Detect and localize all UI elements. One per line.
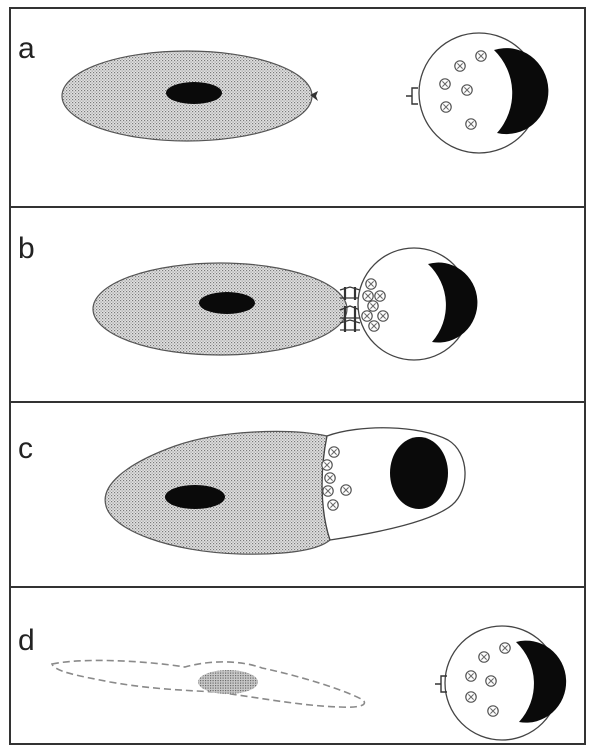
panel-label-a: a: [18, 32, 35, 65]
synapse-receptors: [340, 287, 360, 332]
target-cell-nucleus: [166, 82, 222, 104]
panel-label-b: b: [18, 232, 35, 265]
target-cell-nucleus: [199, 292, 255, 314]
panel-label-d: d: [18, 624, 35, 657]
effector-cell: [435, 626, 566, 740]
panel-a: a: [18, 32, 548, 153]
effector-cell: [322, 428, 465, 540]
panel-c: c: [18, 428, 465, 554]
panel-label-c: c: [18, 432, 33, 465]
fragmented-nucleus: [198, 670, 258, 694]
target-cell-nucleus: [165, 485, 225, 509]
effector-nucleus: [390, 437, 448, 509]
panel-b: b: [18, 232, 477, 360]
effector-receptor: [406, 88, 418, 104]
effector-cell: [358, 248, 477, 360]
panel-d: d: [18, 624, 566, 740]
effector-cell: [406, 33, 548, 153]
